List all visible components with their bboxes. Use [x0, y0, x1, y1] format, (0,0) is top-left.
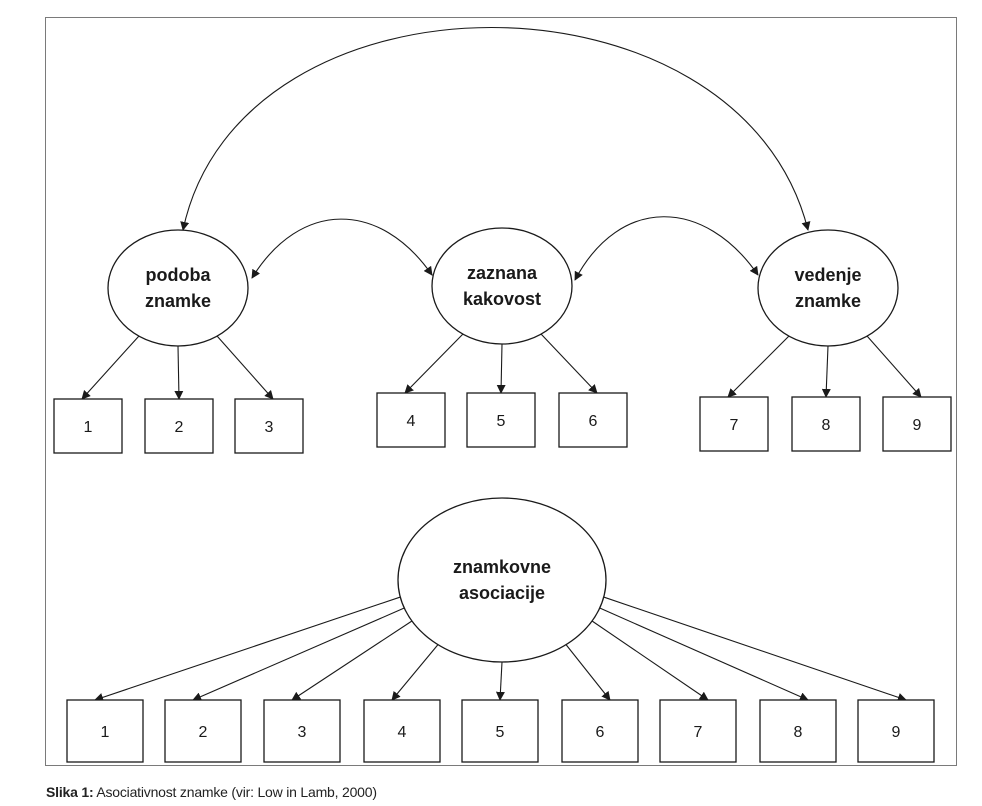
indicator-rect	[363, 699, 441, 763]
construct-ellipse	[107, 229, 249, 347]
indicator-label: 8	[822, 417, 831, 434]
loading-arrow	[727, 335, 790, 398]
indicator-rect	[791, 396, 861, 452]
loading-arrow	[496, 343, 506, 394]
indicator-rect	[144, 398, 214, 454]
construct-label: zaznana	[467, 263, 538, 283]
indicator-rect	[461, 699, 539, 763]
indicator-label: 9	[892, 724, 901, 741]
indicator-rect	[263, 699, 341, 763]
loading-arrow	[495, 661, 505, 701]
indicator-label: 4	[407, 413, 416, 430]
indicator-box: 7	[699, 396, 769, 452]
indicator-rect	[759, 699, 837, 763]
construct-label: vedenje	[794, 265, 861, 285]
indicator-label: 5	[497, 413, 506, 430]
construct-label: kakovost	[463, 289, 541, 309]
indicator-label: 1	[84, 419, 93, 436]
indicator-label: 2	[199, 724, 208, 741]
construct-ellipse	[431, 227, 573, 345]
indicator-box: 1	[53, 398, 123, 454]
loading-arrow	[591, 620, 709, 701]
indicator-label: 7	[694, 724, 703, 741]
indicator-box: 3	[263, 699, 341, 763]
indicator-box: 6	[558, 392, 628, 448]
loading-arrow	[821, 345, 831, 398]
indicator-rect	[164, 699, 242, 763]
indicator-box: 2	[144, 398, 214, 454]
indicator-rect	[882, 396, 952, 452]
loading-arrow	[603, 596, 907, 702]
construct-asociacije: znamkovne asociacije	[397, 497, 607, 663]
indicator-rect	[659, 699, 737, 763]
diagram-frame	[45, 17, 957, 766]
indicator-label: 5	[496, 724, 505, 741]
indicator-box: 5	[466, 392, 536, 448]
indicator-box: 9	[857, 699, 935, 763]
indicator-rect	[857, 699, 935, 763]
indicator-rect	[699, 396, 769, 452]
covariance-arc-podoba-kakovost	[251, 218, 433, 279]
indicator-label: 1	[101, 724, 110, 741]
indicator-label: 6	[596, 724, 605, 741]
construct-label: znamke	[795, 291, 861, 311]
loading-arrow	[94, 596, 401, 702]
indicator-rect	[558, 392, 628, 448]
loading-arrow	[866, 335, 922, 398]
indicator-box: 8	[791, 396, 861, 452]
figure-caption: Slika 1: Asociativnost znamke (vir: Low …	[46, 784, 377, 800]
covariance-arc-kakovost-vedenje	[574, 216, 759, 281]
construct-podoba: podoba znamke	[107, 229, 249, 347]
construct-label: podoba	[146, 265, 212, 285]
indicator-label: 3	[298, 724, 307, 741]
construct-kakovost: zaznana kakovost	[431, 227, 573, 345]
indicator-label: 2	[175, 419, 184, 436]
caption-label: Slika 1:	[46, 784, 94, 800]
loading-arrow	[81, 335, 140, 400]
loading-arrow	[291, 620, 413, 701]
indicator-label: 9	[913, 417, 922, 434]
indicator-label: 8	[794, 724, 803, 741]
indicator-rect	[376, 392, 446, 448]
indicator-box: 4	[363, 699, 441, 763]
indicator-label: 6	[589, 413, 598, 430]
covariance-arc-podoba-vedenje	[180, 27, 811, 231]
indicator-rect	[234, 398, 304, 454]
indicator-box: 8	[759, 699, 837, 763]
indicator-box: 5	[461, 699, 539, 763]
indicator-rect	[466, 392, 536, 448]
indicator-label: 4	[398, 724, 407, 741]
caption-text: Asociativnost znamke (vir: Low in Lamb, …	[93, 784, 377, 800]
indicator-rect	[53, 398, 123, 454]
indicator-label: 7	[730, 417, 739, 434]
indicator-box: 1	[66, 699, 144, 763]
construct-label: asociacije	[459, 583, 545, 603]
construct-label: znamke	[145, 291, 211, 311]
indicator-box: 7	[659, 699, 737, 763]
loading-arrow	[599, 607, 809, 701]
indicator-box: 9	[882, 396, 952, 452]
indicator-label: 3	[265, 419, 274, 436]
loading-arrow	[174, 345, 184, 400]
indicator-box: 2	[164, 699, 242, 763]
loading-arrow	[216, 335, 274, 400]
indicator-box: 3	[234, 398, 304, 454]
construct-ellipse	[757, 229, 899, 347]
loading-arrow	[404, 333, 464, 394]
loading-arrow	[565, 644, 611, 701]
loading-arrow	[192, 607, 405, 701]
indicator-box: 4	[376, 392, 446, 448]
loading-arrow	[540, 333, 598, 394]
indicator-box: 6	[561, 699, 639, 763]
indicator-rect	[561, 699, 639, 763]
construct-label: znamkovne	[453, 557, 551, 577]
construct-ellipse	[397, 497, 607, 663]
indicator-rect	[66, 699, 144, 763]
construct-vedenje: vedenje znamke	[757, 229, 899, 347]
loading-arrow	[391, 644, 439, 701]
